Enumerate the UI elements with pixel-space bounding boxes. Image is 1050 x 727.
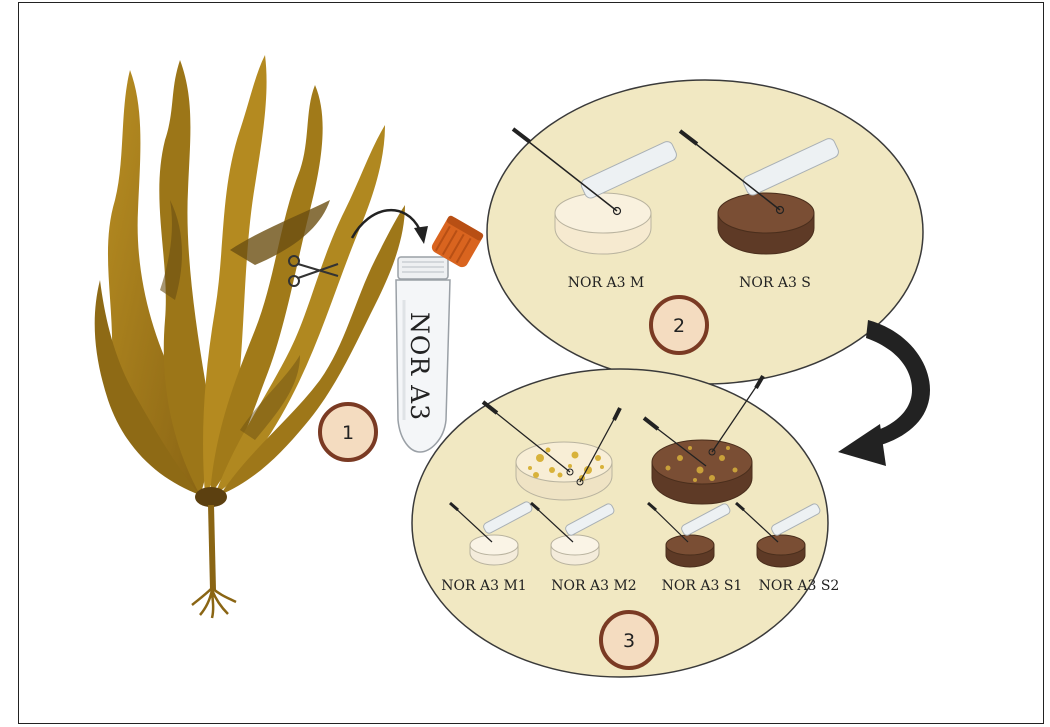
- kelp-illustration: [95, 55, 405, 618]
- sample-tube: NOR A3: [396, 257, 450, 452]
- plate-label-s1: NOR A3 S1: [662, 578, 743, 594]
- step-2-badge: 2: [651, 297, 707, 353]
- tube-label: NOR A3: [405, 312, 434, 421]
- plate-label-m1: NOR A3 M1: [441, 578, 526, 594]
- step-1-badge: 1: [320, 404, 376, 460]
- step-1-number: 1: [342, 422, 354, 444]
- step-2-number: 2: [673, 315, 685, 337]
- panel-3-subculture-plates: NOR A3 M1 NOR A3 M2 NOR A3 S1 NOR A3 S2 …: [412, 369, 839, 677]
- panel-2-primary-plates: NOR A3 M NOR A3 S 2: [487, 80, 923, 384]
- step-3-number: 3: [623, 630, 635, 652]
- plate-label-s2: NOR A3 S2: [759, 578, 840, 594]
- plate-label-m2: NOR A3 M2: [551, 578, 636, 594]
- plate-label-marine: NOR A3 M: [568, 275, 645, 291]
- step-3-badge: 3: [601, 612, 657, 668]
- plate-label-soil: NOR A3 S: [739, 275, 811, 291]
